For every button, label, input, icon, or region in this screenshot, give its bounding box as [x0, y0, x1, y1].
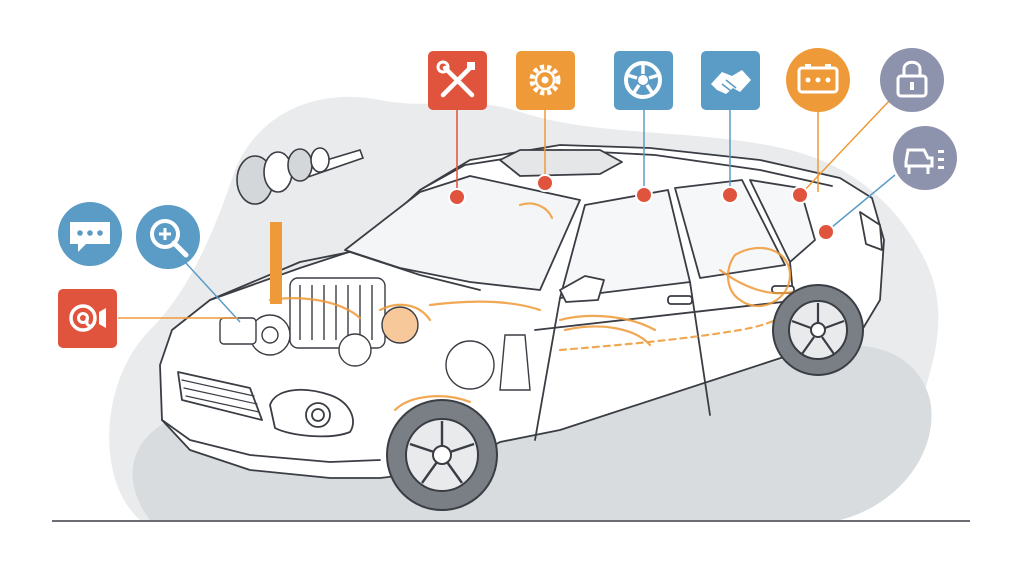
front-bumper	[161, 419, 381, 463]
engine-block	[289, 277, 386, 349]
marker-dots	[448, 174, 835, 241]
gear-icon[interactable]	[516, 51, 575, 110]
door-lines	[534, 261, 801, 441]
turbo	[381, 306, 419, 344]
line-carlift	[825, 174, 896, 233]
at-sign-megaphone-icon[interactable]	[58, 289, 117, 348]
taillight	[859, 211, 883, 251]
rear-window	[674, 179, 786, 279]
drivetrain-gear-2	[263, 151, 293, 193]
magnifier-plus-icon[interactable]	[136, 205, 200, 269]
front-door-handle	[667, 295, 693, 305]
dot-battery	[791, 186, 809, 204]
hl-pillar	[518, 202, 554, 220]
dot-gear	[536, 174, 554, 192]
chat-bubble-icon[interactable]	[58, 202, 122, 266]
dot-handshake	[721, 186, 739, 204]
hl-rear-door	[727, 246, 792, 308]
drivetrain-gear-4	[310, 147, 330, 173]
handshake-icon[interactable]	[701, 51, 760, 110]
front-spokes	[409, 421, 475, 484]
hl-rear-door-2	[718, 268, 802, 295]
lock-icon[interactable]	[880, 48, 944, 112]
engine-fins	[299, 285, 373, 340]
headlight-lens-inner	[311, 408, 325, 422]
alternator	[338, 333, 372, 367]
callout-lines	[118, 99, 896, 323]
hl-underbody	[558, 298, 812, 352]
wrench-screwdriver-icon[interactable]	[428, 51, 487, 110]
car-lift-icon[interactable]	[893, 126, 957, 190]
front-wheel	[386, 399, 498, 511]
dot-carlift	[817, 223, 835, 241]
engine-assembly	[219, 277, 531, 391]
drivetrain-part	[236, 147, 365, 205]
rear-wheel	[772, 284, 864, 376]
brake-disc	[445, 340, 495, 390]
line-diagnostics	[184, 261, 241, 323]
sunroof	[499, 149, 623, 177]
suspension-strut	[499, 334, 531, 391]
front-hub	[432, 445, 452, 465]
drivetrain-gear-3	[287, 148, 313, 182]
wheel-icon[interactable]	[614, 51, 673, 110]
orange-connector-bar	[270, 222, 282, 304]
hl-seat	[558, 314, 657, 347]
line-lock	[799, 99, 891, 196]
rear-spokes	[791, 303, 845, 355]
grille-slats	[181, 379, 260, 413]
battery-icon[interactable]	[786, 48, 850, 112]
dot-wheel	[635, 186, 653, 204]
dot-repair	[448, 188, 466, 206]
hl-dash	[428, 300, 542, 312]
rear-hub	[810, 322, 826, 338]
side-mirror	[559, 275, 605, 303]
air-intake	[219, 317, 257, 345]
engine-pulley-hub	[261, 326, 279, 344]
